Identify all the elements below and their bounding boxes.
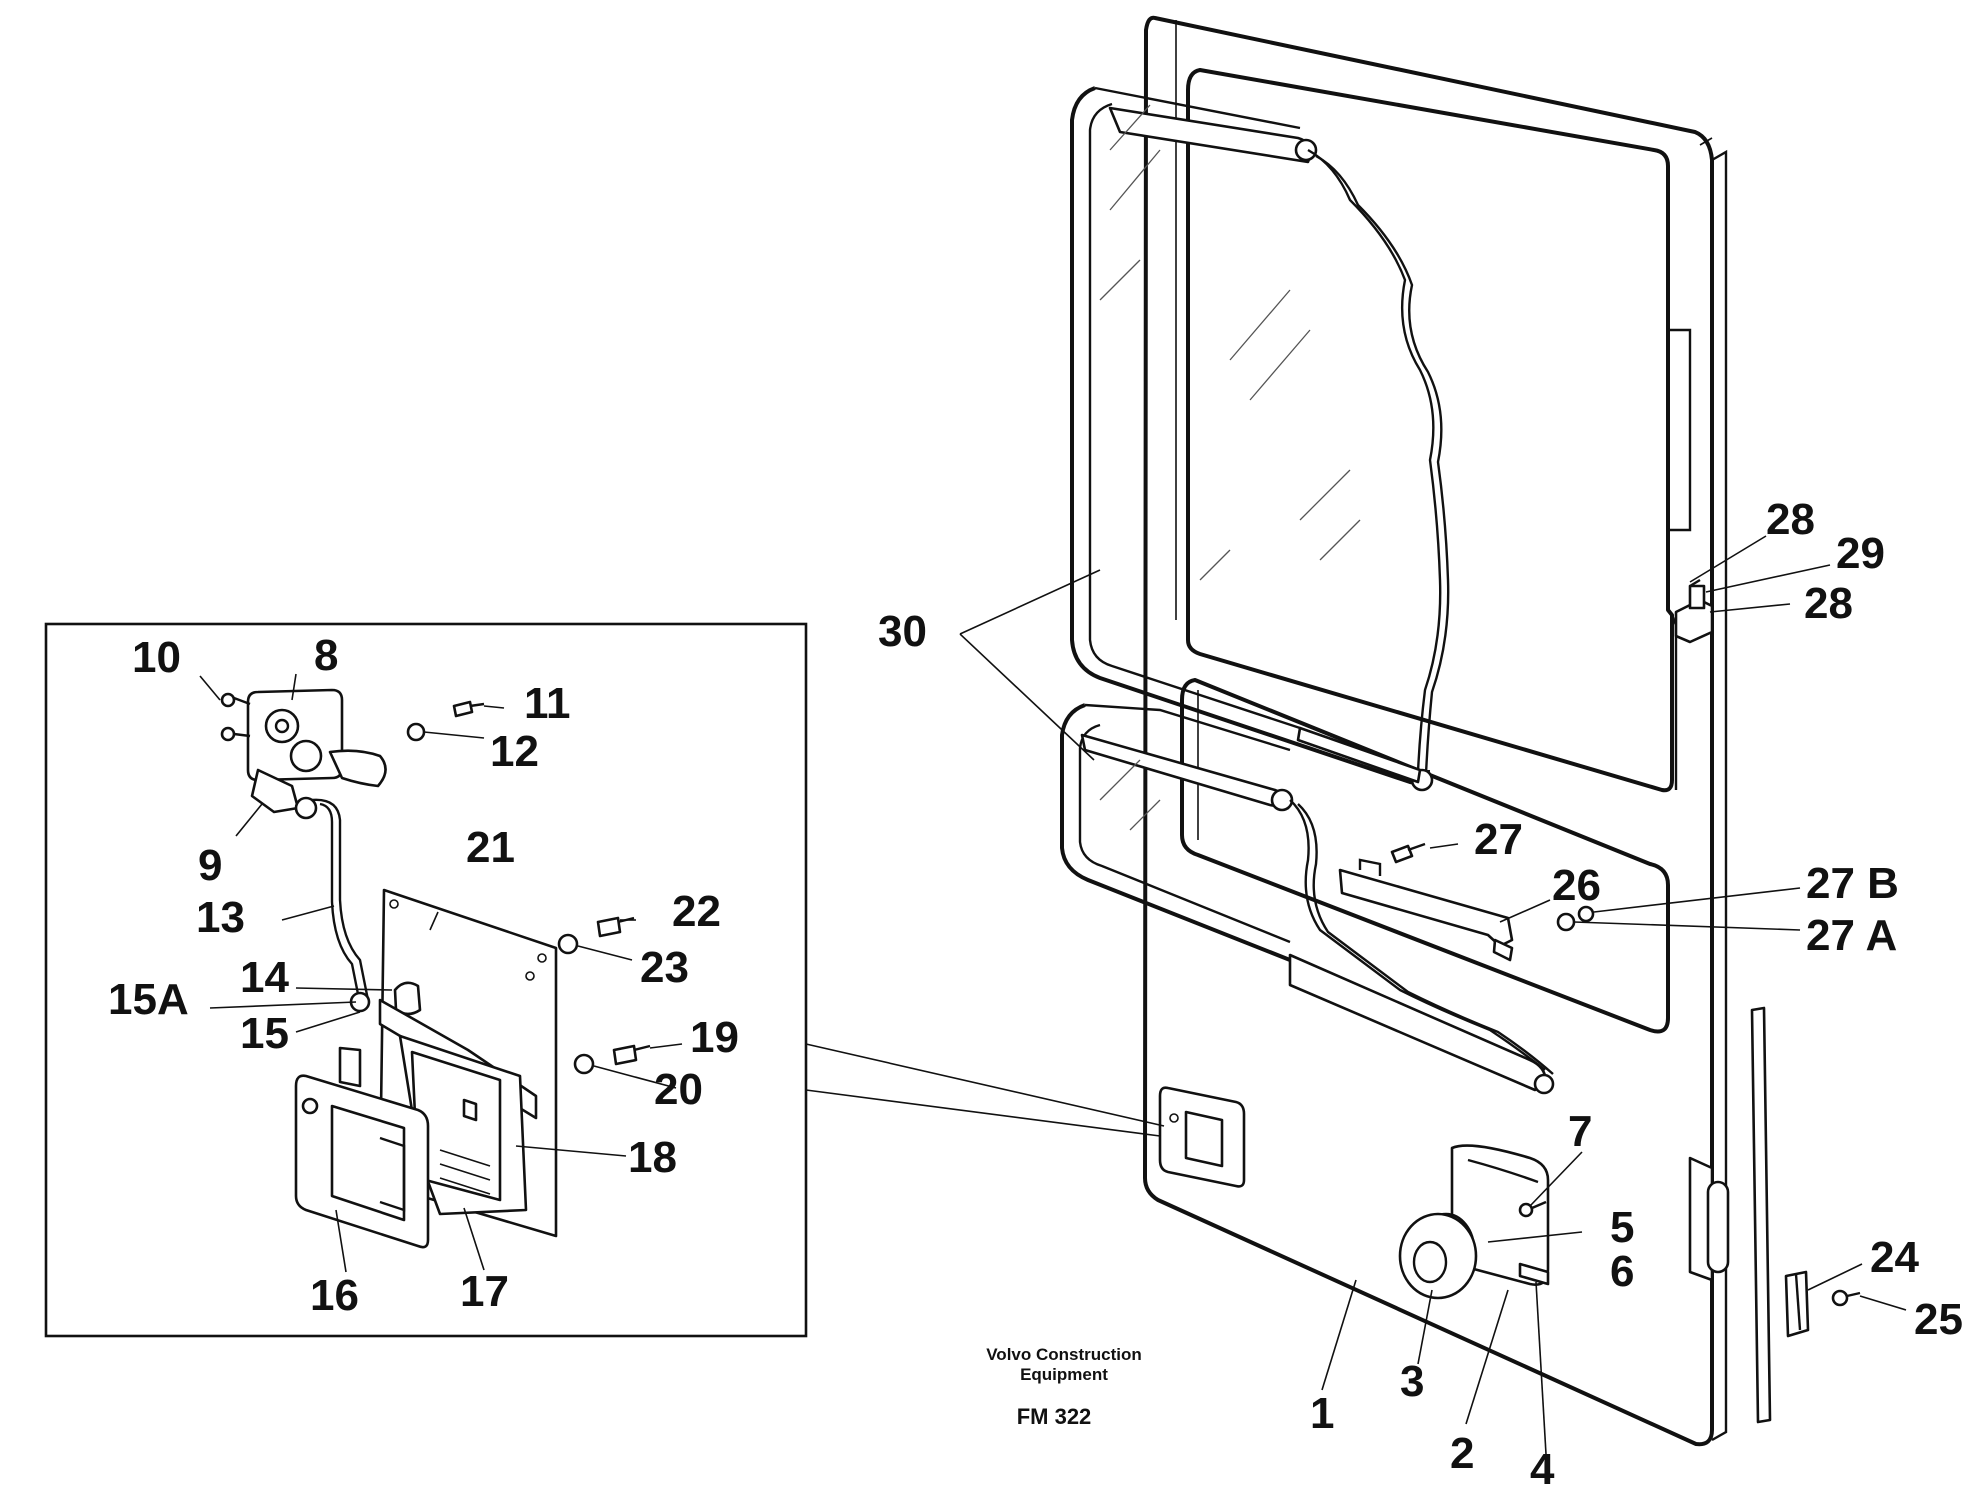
callout-16: 16 (310, 1271, 359, 1320)
callout-27: 27 (1474, 815, 1523, 864)
callout-26: 26 (1552, 861, 1601, 910)
upper-hinge (1674, 578, 1714, 644)
caption-code: FM 322 (1017, 1404, 1092, 1429)
door-handle-recess (1158, 1086, 1246, 1188)
callout-20: 20 (654, 1065, 703, 1114)
door-lock-assembly (1398, 1144, 1550, 1300)
caption-line-1: Volvo Construction (986, 1345, 1142, 1364)
callout-28-bottom: 28 (1804, 579, 1853, 628)
callout-2: 2 (1450, 1429, 1474, 1478)
callout-10: 10 (132, 633, 181, 682)
callout-25: 25 (1914, 1295, 1963, 1344)
leader-lines (199, 535, 1907, 1455)
callout-1: 1 (1310, 1389, 1334, 1438)
callout-29: 29 (1836, 529, 1885, 578)
lower-window-glass (1060, 703, 1555, 1095)
weather-strip (1750, 1006, 1772, 1424)
bracket-26 (1338, 842, 1595, 962)
inset-pointer-bottom (805, 1089, 1161, 1137)
callout-24: 24 (1870, 1233, 1919, 1282)
callout-30: 30 (878, 607, 927, 656)
callout-27a: 27 A (1806, 911, 1897, 960)
caption: Volvo Construction Equipment FM 322 (986, 1345, 1142, 1429)
callout-27b: 27 B (1806, 859, 1899, 908)
callout-9: 9 (198, 841, 222, 890)
callout-11: 11 (524, 679, 571, 728)
callout-7: 7 (1568, 1107, 1592, 1156)
callout-18: 18 (628, 1133, 677, 1182)
callout-19: 19 (690, 1013, 739, 1062)
inset-pointer-top (805, 1043, 1165, 1127)
lower-hinge (1688, 1156, 1730, 1282)
callout-15: 15 (240, 1009, 289, 1058)
callout-3: 3 (1400, 1357, 1424, 1406)
callout-6: 6 (1610, 1247, 1634, 1296)
callout-17: 17 (460, 1267, 509, 1316)
door-panel (1143, 15, 1728, 1447)
caption-line-2: Equipment (1020, 1365, 1108, 1384)
detail-inset (44, 622, 808, 1338)
callout-4: 4 (1530, 1445, 1555, 1485)
upper-window-glass (1070, 86, 1450, 792)
callout-13: 13 (196, 893, 245, 942)
callout-labels: 1 2 3 4 5 6 7 8 9 10 11 12 13 14 15A 15 … (108, 495, 1963, 1485)
callout-8: 8 (314, 631, 338, 680)
callout-5: 5 (1610, 1203, 1634, 1252)
callout-15a: 15A (108, 975, 189, 1024)
latch-mechanism (220, 688, 387, 820)
callout-22: 22 (672, 887, 721, 936)
callout-14: 14 (240, 953, 289, 1002)
bracket-24 (1784, 1270, 1861, 1338)
callout-28-top: 28 (1766, 495, 1815, 544)
callout-21: 21 (466, 823, 515, 872)
callout-12: 12 (490, 727, 539, 776)
callout-23: 23 (640, 943, 689, 992)
